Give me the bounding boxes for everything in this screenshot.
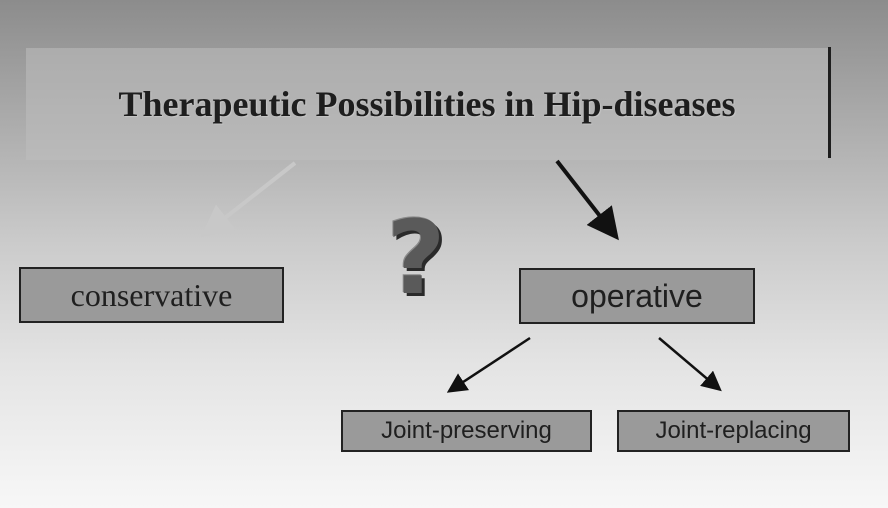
question-mark-icon: ? (386, 199, 446, 318)
arrow-title-to-operative (555, 159, 619, 241)
arrow-title-to-conservative (200, 161, 297, 237)
slide-title: Therapeutic Possibilities in Hip-disease… (118, 84, 736, 124)
arrow-operative-to-joint-replacing (658, 337, 722, 392)
node-conservative: conservative (19, 267, 284, 323)
title-panel: Therapeutic Possibilities in Hip-disease… (26, 48, 828, 160)
node-joint-preserving-label: Joint-preserving (381, 417, 552, 444)
node-joint-preserving: Joint-preserving (341, 410, 592, 452)
node-joint-replacing: Joint-replacing (617, 410, 850, 452)
node-operative: operative (519, 268, 755, 324)
node-joint-replacing-label: Joint-replacing (655, 417, 812, 444)
arrow-operative-to-joint-preserving (446, 336, 531, 393)
node-operative-label: operative (571, 277, 703, 314)
node-conservative-label: conservative (70, 276, 233, 313)
title-vertical-rule (828, 47, 831, 158)
